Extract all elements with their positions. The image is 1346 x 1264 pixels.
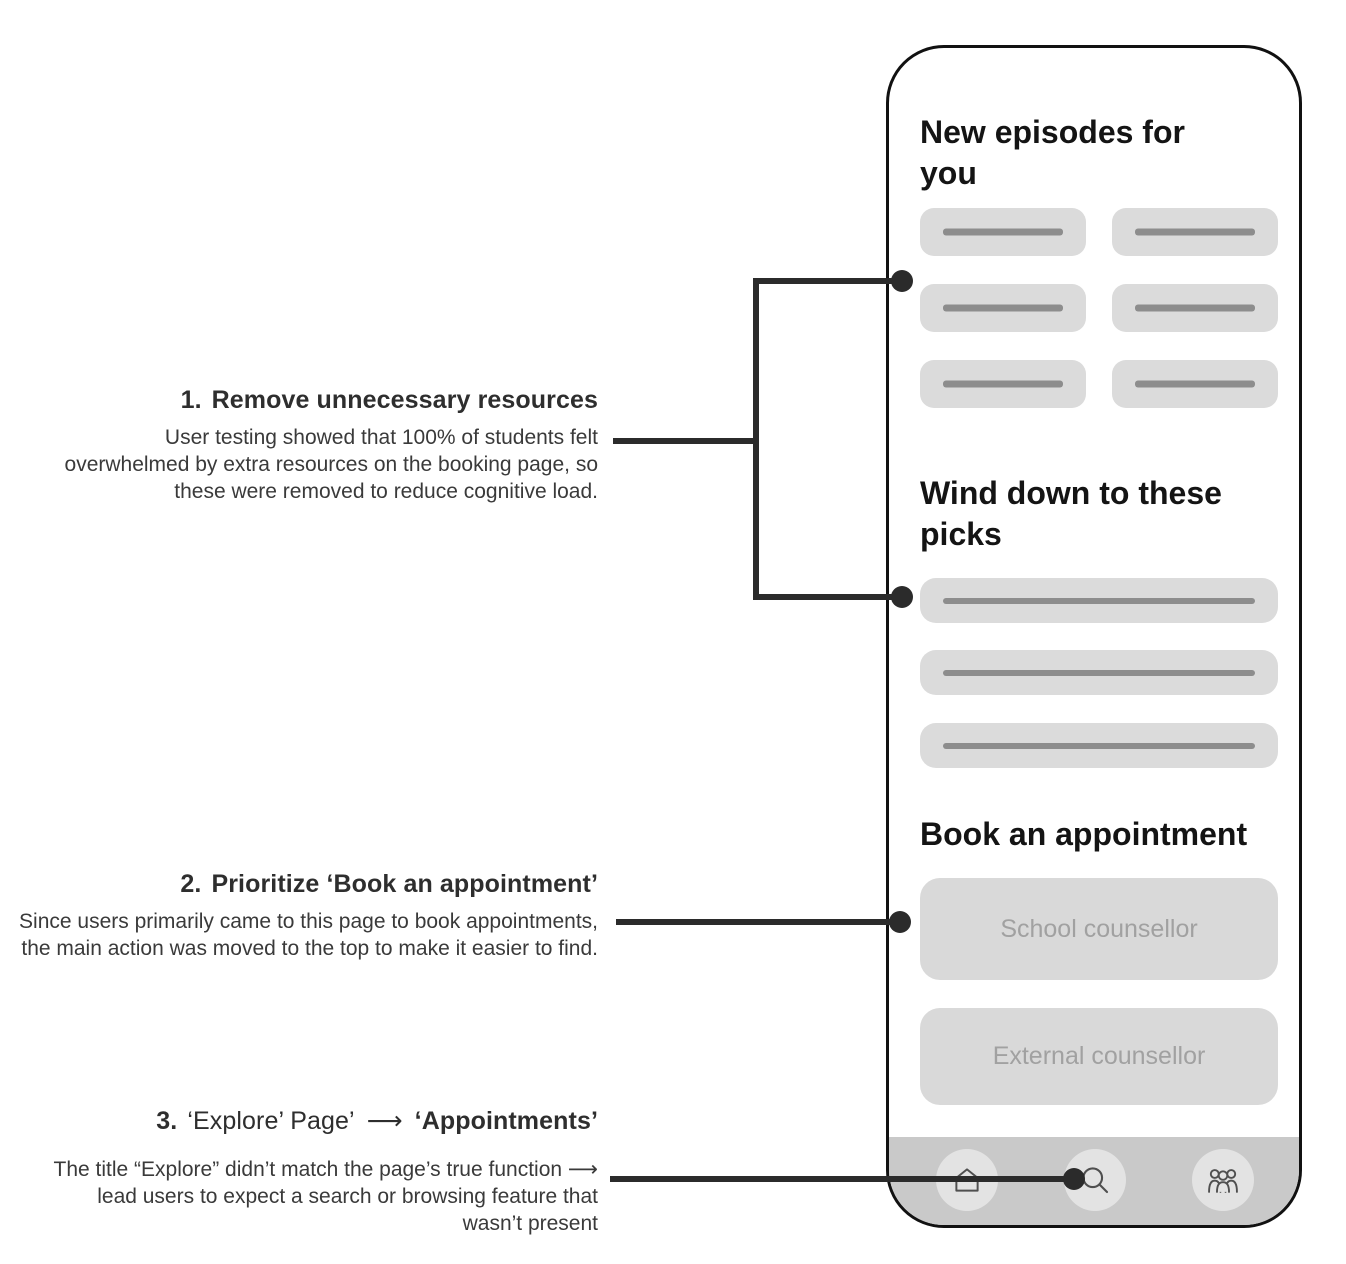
annotation-1-title: Remove unnecessary resources bbox=[211, 386, 598, 414]
placeholder-text-bar bbox=[943, 304, 1063, 312]
annotation-1-body: User testing showed that 100% of student… bbox=[64, 426, 598, 503]
connector-dot-search bbox=[1063, 1168, 1085, 1190]
annotation-2-title: Prioritize ‘Book an appointment’ bbox=[211, 870, 598, 898]
annotation-3-title-bold: ‘Appointments’ bbox=[414, 1107, 598, 1135]
pick-row-placeholder[interactable] bbox=[920, 578, 1278, 623]
episode-card-placeholder[interactable] bbox=[1112, 284, 1278, 332]
placeholder-text-bar bbox=[1135, 228, 1255, 236]
section-title-wind-down: Wind down to these picks bbox=[920, 475, 1222, 552]
people-icon bbox=[1204, 1161, 1242, 1199]
school-counsellor-button[interactable]: School counsellor bbox=[920, 878, 1278, 980]
section-title-book-appointment: Book an appointment bbox=[920, 816, 1248, 852]
annotation-2-heading: 2. Prioritize ‘Book an appointment’ bbox=[180, 870, 598, 899]
section-title-new-episodes: New episodes for you bbox=[920, 114, 1185, 191]
annotation-2-number: 2. bbox=[180, 870, 202, 898]
episode-card-placeholder[interactable] bbox=[920, 360, 1086, 408]
placeholder-text-bar bbox=[1135, 304, 1255, 312]
connector-dot-episodes bbox=[891, 270, 913, 292]
annotation-1-heading: 1. Remove unnecessary resources bbox=[181, 386, 598, 415]
phone-frame: New episodes for you Wind down to these … bbox=[886, 45, 1302, 1228]
annotation-3-body: The title “Explore” didn’t match the pag… bbox=[53, 1158, 599, 1235]
connector-1-top bbox=[753, 278, 902, 284]
connector-2-line bbox=[616, 919, 900, 925]
external-counsellor-button[interactable]: External counsellor bbox=[920, 1008, 1278, 1105]
nav-people-button[interactable] bbox=[1192, 1149, 1254, 1211]
home-icon bbox=[950, 1163, 984, 1197]
connector-3-line bbox=[610, 1176, 1074, 1182]
placeholder-text-bar bbox=[943, 742, 1255, 749]
pick-row-placeholder[interactable] bbox=[920, 650, 1278, 695]
episode-card-placeholder[interactable] bbox=[1112, 208, 1278, 256]
bottom-nav-bar bbox=[889, 1137, 1299, 1225]
placeholder-text-bar bbox=[1135, 380, 1255, 388]
annotation-3-heading: 3. ‘Explore’ Page’ ⟶ ‘Appointments’ bbox=[156, 1106, 598, 1136]
annotation-2-body: Since users primarily came to this page … bbox=[19, 910, 598, 960]
connector-1-bracket bbox=[753, 278, 759, 600]
annotation-1-number: 1. bbox=[180, 386, 202, 414]
episode-card-placeholder[interactable] bbox=[1112, 360, 1278, 408]
placeholder-text-bar bbox=[943, 669, 1255, 676]
placeholder-text-bar bbox=[943, 380, 1063, 388]
connector-dot-picks bbox=[891, 586, 913, 608]
pick-row-placeholder[interactable] bbox=[920, 723, 1278, 768]
connector-1-bottom bbox=[753, 594, 902, 600]
episode-card-placeholder[interactable] bbox=[920, 208, 1086, 256]
placeholder-text-bar bbox=[943, 597, 1255, 604]
connector-1-stub bbox=[613, 438, 756, 444]
annotation-3-title-plain: ‘Explore’ Page’ bbox=[187, 1107, 355, 1135]
annotation-3-number: 3. bbox=[156, 1107, 178, 1135]
placeholder-text-bar bbox=[943, 228, 1063, 236]
connector-dot-booking bbox=[889, 911, 911, 933]
episode-card-placeholder[interactable] bbox=[920, 284, 1086, 332]
right-arrow-icon: ⟶ bbox=[366, 1107, 403, 1135]
